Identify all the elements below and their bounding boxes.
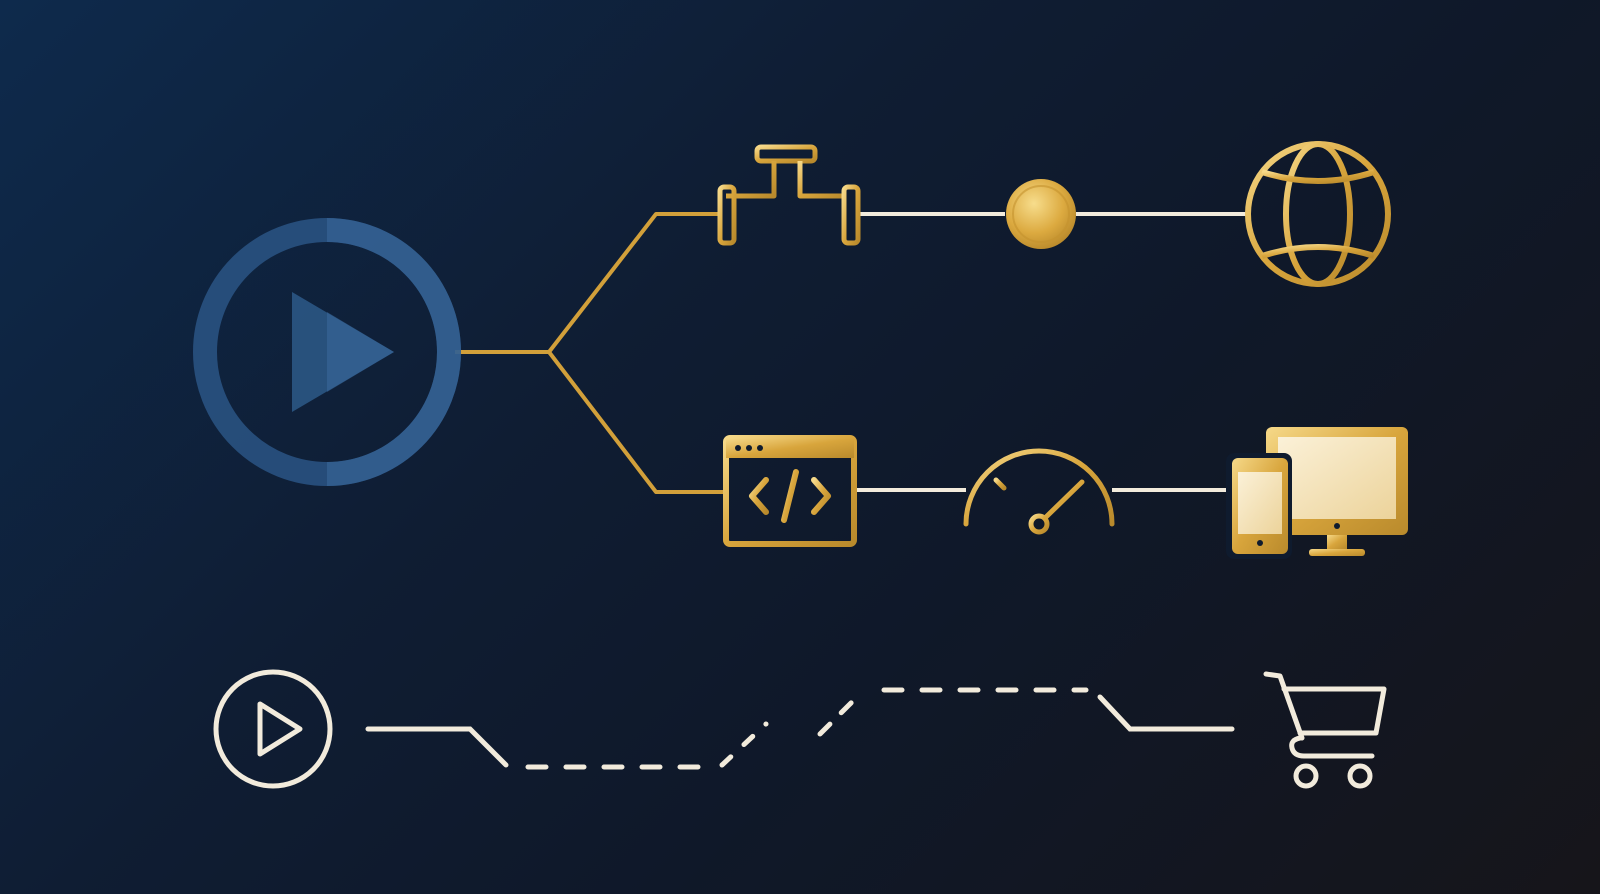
gold-coin-icon xyxy=(1006,179,1076,249)
speedometer-icon xyxy=(963,448,1115,535)
branch-upper xyxy=(547,212,720,354)
journey-solid-start xyxy=(365,726,509,768)
journey-dashed-rise xyxy=(719,721,769,768)
connectors xyxy=(455,212,1246,494)
large-play-circle-icon xyxy=(193,218,461,486)
globe-icon xyxy=(1245,141,1391,287)
small-play-circle-icon xyxy=(213,669,333,789)
code-window-icon xyxy=(723,435,857,547)
phone-and-monitor-icon xyxy=(1226,427,1408,559)
pipe-valve-icon xyxy=(717,144,861,246)
branch-lower xyxy=(547,350,726,494)
journey-solid-end xyxy=(1097,694,1235,732)
shopping-cart-icon xyxy=(1263,671,1387,789)
journey-dashed-rise-2 xyxy=(817,689,865,737)
journey-path xyxy=(365,687,1235,770)
